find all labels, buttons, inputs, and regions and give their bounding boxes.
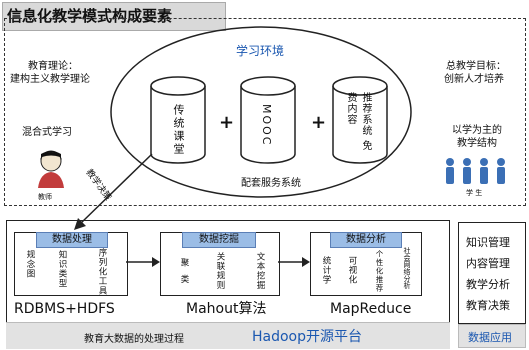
stage1-col-2: 知识类型 — [57, 250, 67, 288]
stage2-col-2: 关联规则 — [215, 252, 225, 290]
stage3-col-3: 个性化推荐 — [375, 250, 384, 293]
theory-label: 教育理论： — [28, 61, 78, 72]
plus-sign-1: + — [219, 112, 235, 133]
diagram-title: 信息化教学模式构成要素 — [2, 2, 226, 31]
learning-environment-ellipse — [110, 26, 412, 198]
process-label: 教育大数据的处理过程 — [84, 334, 184, 345]
stage-head-processing: 数据处理 — [36, 232, 108, 248]
cylinder-traditional-class — [150, 76, 206, 164]
applications-bar — [458, 324, 526, 348]
stage1-col-3: 序列化工具 — [97, 248, 107, 296]
app-knowledge-management: 知识管理 — [466, 236, 510, 249]
environment-title: 学习环境 — [236, 44, 285, 58]
process-bar — [6, 322, 450, 349]
stage3-col-2: 可视化 — [347, 256, 357, 285]
stage2-col-1: 聚类 — [179, 258, 189, 291]
cylinder-label-mooc: MOOC — [260, 104, 273, 147]
decision-arrow — [74, 153, 153, 230]
applications-label: 数据应用 — [468, 331, 512, 344]
stage3-tech: MapReduce — [330, 301, 412, 317]
stage1-col-1: 规念图 — [25, 250, 35, 279]
app-teaching-analysis: 教学分析 — [466, 278, 510, 291]
stage2-col-3: 文本挖掘 — [255, 252, 265, 290]
goal-value: 创新人才培养 — [444, 74, 504, 85]
arrow-stage-2-3 — [278, 257, 310, 267]
goal-label: 总教学目标： — [446, 61, 506, 72]
theory-value: 建构主义教学理论 — [10, 74, 90, 85]
stage3-col-1: 统计学 — [321, 256, 331, 285]
teacher-icon — [38, 150, 64, 188]
app-education-decision: 教育决策 — [466, 299, 510, 312]
app-content-management: 内容管理 — [466, 257, 510, 270]
stage-head-mining: 数据挖掘 — [182, 232, 256, 248]
student-center-label: 以学为主的教学结构 — [452, 125, 502, 149]
cylinder-mooc — [240, 76, 296, 164]
cylinder-label-traditional: 传统课堂 — [172, 104, 185, 156]
platform-label: Hadoop开源平台 — [252, 329, 363, 345]
support-system-label: 配套服务系统 — [241, 178, 301, 189]
arrow-stage-1-2 — [126, 257, 160, 267]
student-label: 学 生 — [466, 189, 483, 197]
stage1-tech: RDBMS+HDFS — [14, 301, 115, 317]
stage-head-analysis: 数据分析 — [330, 232, 402, 248]
plus-sign-2: + — [311, 112, 327, 133]
teacher-label: 教师 — [38, 193, 52, 201]
stage3-col-4: 社会网络分析 — [403, 247, 411, 289]
blended-learning-label: 混合式学习 — [22, 127, 72, 138]
applications-frame — [458, 222, 526, 324]
cylinder-recommendation — [332, 76, 388, 164]
teaching-model-frame — [4, 18, 526, 206]
cylinder-label-recommendation: 推荐系统 免费内容 — [345, 92, 371, 152]
stage2-tech: Mahout算法 — [186, 301, 267, 317]
students-icon — [446, 158, 505, 184]
